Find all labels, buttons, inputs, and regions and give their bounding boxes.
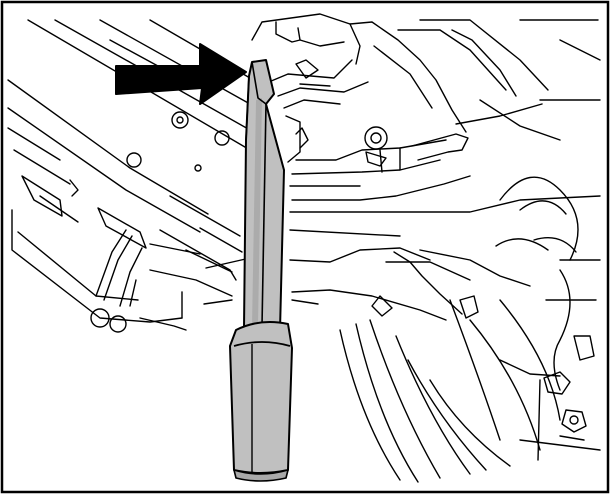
vehicle-underbody-lineart (7, 13, 601, 483)
direction-arrow-icon (115, 43, 247, 105)
pry-bar-tool-icon (229, 59, 293, 482)
